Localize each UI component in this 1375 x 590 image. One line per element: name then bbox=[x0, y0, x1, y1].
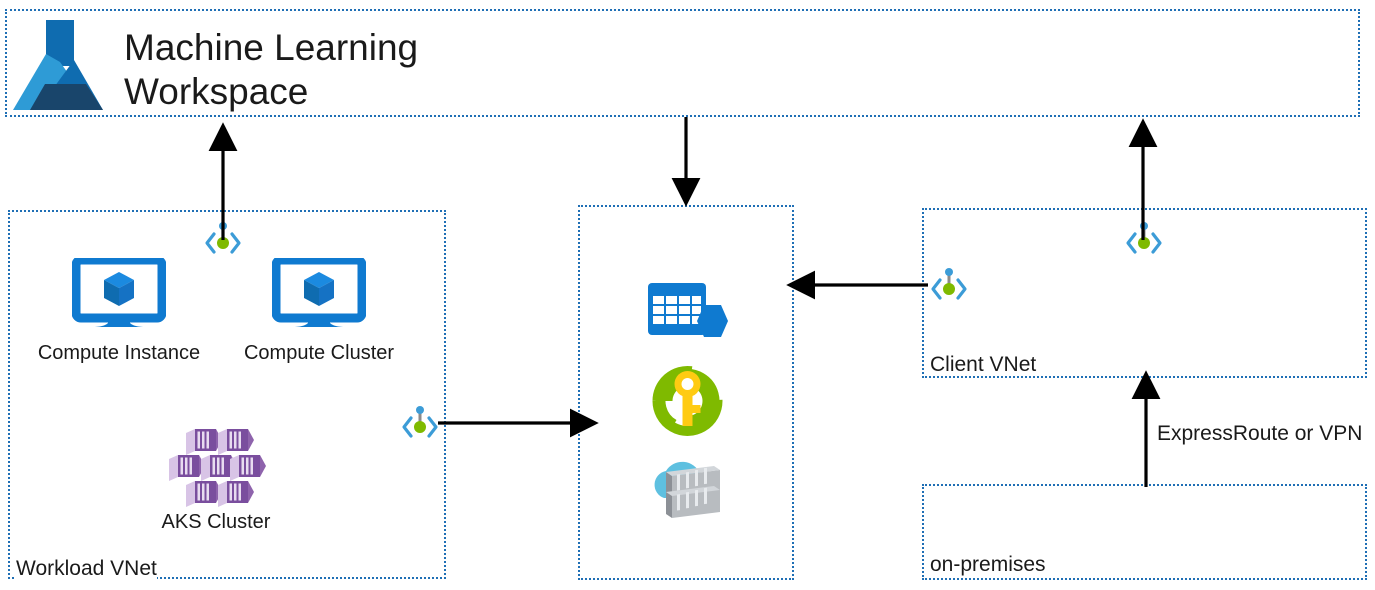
private-endpoint-workload-to-workspace-icon bbox=[203, 222, 243, 258]
client-vnet-label: Client VNet bbox=[930, 353, 1037, 376]
aks-cluster-label: AKS Cluster bbox=[161, 511, 271, 533]
machine-learning-workspace-box bbox=[5, 9, 1360, 117]
compute-instance-label: Compute Instance bbox=[37, 342, 201, 364]
private-endpoint-workload-to-resources-icon bbox=[400, 406, 440, 442]
page-title-line2: Workspace bbox=[124, 70, 309, 112]
storage-account-icon bbox=[648, 283, 728, 349]
page-title: Machine Learning Workspace bbox=[124, 26, 418, 113]
compute-cluster-label: Compute Cluster bbox=[243, 342, 395, 364]
azure-machine-learning-logo bbox=[8, 14, 108, 114]
on-premises-label: on-premises bbox=[930, 553, 1046, 576]
page-title-line1: Machine Learning bbox=[124, 27, 419, 68]
key-vault-icon bbox=[651, 365, 724, 437]
aks-cluster-icon bbox=[166, 429, 266, 507]
compute-cluster-icon bbox=[271, 255, 367, 334]
compute-instance-icon bbox=[71, 255, 167, 334]
workload-vnet-box bbox=[8, 210, 446, 579]
private-endpoint-client-to-workspace-icon bbox=[1124, 222, 1164, 258]
container-registry-icon bbox=[648, 454, 730, 520]
workload-vnet-label: Workload VNet bbox=[16, 557, 157, 580]
expressroute-or-vpn-label: ExpressRoute or VPN bbox=[1157, 422, 1363, 445]
private-endpoint-client-to-resources-icon bbox=[929, 268, 969, 304]
